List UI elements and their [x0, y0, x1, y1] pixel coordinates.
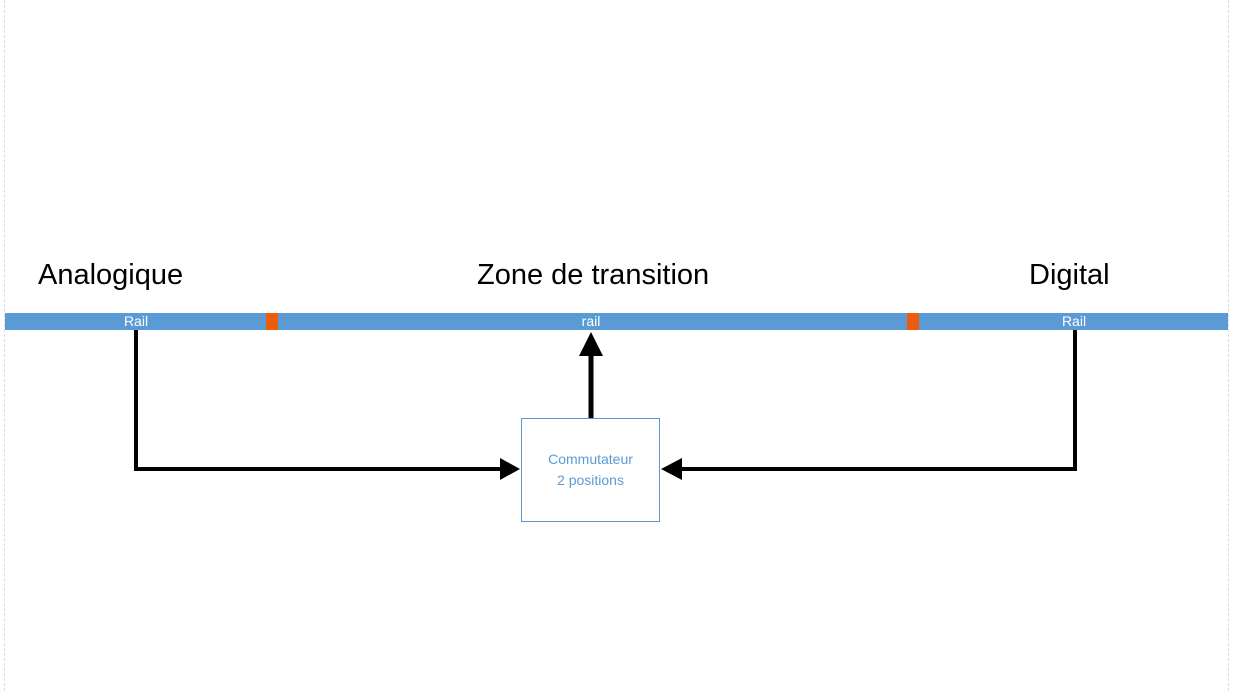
- switch-box-line1: Commutateur: [548, 451, 633, 467]
- arrowhead-into-rail: [579, 332, 603, 356]
- switch-box-line2: 2 positions: [557, 472, 624, 488]
- zone-title-analogique: Analogique: [38, 259, 184, 291]
- zone-title-digital: Digital: [1029, 259, 1110, 291]
- rail-insulator-left: [266, 313, 278, 330]
- zone-title-transition: Zone de transition: [477, 259, 710, 291]
- wire-analog-to-switch: [134, 330, 503, 471]
- rail-center-label: rail: [581, 313, 601, 329]
- page-edge-right: [1228, 0, 1229, 691]
- wire-digital-to-switch: [679, 330, 1077, 471]
- rail-right-label: Rail: [1061, 313, 1087, 329]
- rail-left: Rail: [5, 313, 266, 330]
- rail-insulator-right: [907, 313, 919, 330]
- rail-left-label: Rail: [123, 313, 149, 329]
- arrowhead-into-switch-right: [661, 458, 682, 480]
- arrowhead-into-switch-left: [500, 458, 520, 480]
- page-edge-left: [4, 0, 5, 691]
- rail-center: rail: [278, 313, 907, 330]
- switch-box: Commutateur 2 positions: [521, 418, 660, 522]
- rail-right: Rail: [919, 313, 1228, 330]
